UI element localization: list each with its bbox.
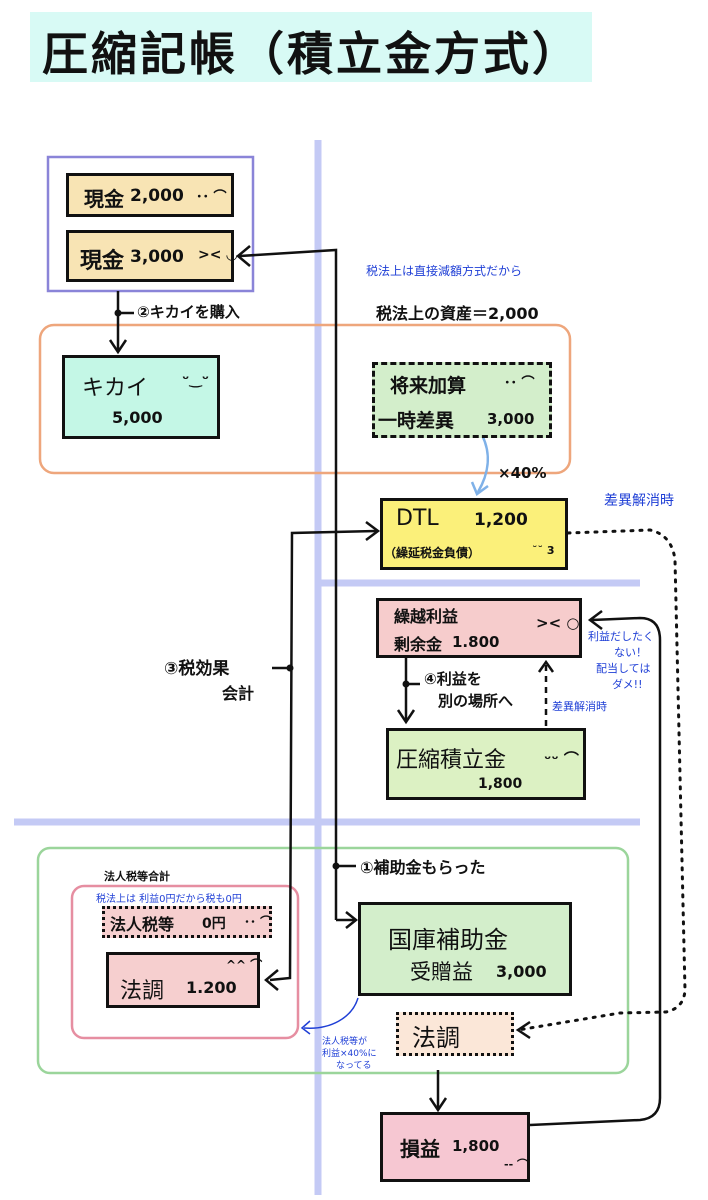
no-dividend-4: ダメ!! — [612, 678, 643, 691]
cash-after-amount: 3,000 — [130, 247, 184, 267]
cash-before-box — [66, 173, 234, 217]
retained-line1: 繰越利益 — [394, 607, 459, 626]
dtl-arrowhead — [365, 521, 381, 541]
cash-arrowhead — [236, 245, 251, 267]
temp-diff-face: ･･ ⌒ — [504, 376, 535, 391]
cash-after-box — [66, 230, 234, 282]
reserve-amount: 1,800 — [478, 776, 523, 792]
step3-label-1: ③税効果 — [164, 659, 230, 679]
reserve-face: ᵕᵕ ⌒ — [544, 750, 579, 768]
tax-total-label: 法人税等合計 — [104, 870, 170, 883]
tax-law-note: 税法上は直接減額方式だから — [366, 264, 523, 278]
corp-tax-label: 法人税等 — [110, 915, 175, 934]
temp-diff-line1: 将来加算 — [390, 375, 467, 397]
temp-diff-line2: 一時差異 — [378, 410, 455, 432]
step2-arrowhead — [108, 339, 128, 355]
cash-after-face: >< ◡ — [198, 247, 238, 263]
pl-label: 損益 — [400, 1137, 440, 1161]
cash-before-face: ･･ ⌒ — [196, 190, 227, 205]
step2-dot — [114, 309, 122, 317]
no-dividend-1: 利益だしたく — [588, 630, 654, 643]
corp-tax-face: ･･ ⌒ — [244, 915, 273, 929]
rate-arrow — [476, 434, 490, 493]
step2-label: ②キカイを購入 — [137, 303, 240, 321]
temp-diff-box — [372, 362, 552, 438]
page-title: 圧縮記帳（積立金方式） — [42, 27, 581, 81]
taxadj-arrowhead — [264, 969, 279, 991]
tax-shift-3: なってる — [336, 1061, 372, 1071]
step3-label-2: 会計 — [222, 684, 255, 703]
corp-tax-amount: 0円 — [202, 916, 226, 932]
retained-arrowhead — [587, 610, 603, 630]
step4-label-1: ④利益を — [424, 670, 482, 688]
retained-earnings-box — [376, 598, 582, 658]
subsidy-amount: 3,000 — [496, 962, 547, 981]
machine-box — [62, 355, 220, 439]
cash-before-label: 現金 — [84, 187, 124, 211]
retained-face: >< ○ — [536, 614, 580, 632]
step1-label: ①補助金もらった — [360, 858, 486, 877]
subsidy-line1: 国庫補助金 — [388, 926, 508, 954]
dtl-label: DTL — [396, 506, 439, 531]
pl-box — [380, 1112, 530, 1182]
cash-after-label: 現金 — [80, 249, 125, 274]
tax-zero-note: 税法上は 利益0円だから税も0円 — [96, 894, 242, 905]
retained-line2: 剰余金 — [394, 635, 443, 654]
dtl-sub: （繰延税金負債） — [384, 546, 481, 560]
tax-adj-label: 法調 — [120, 979, 165, 1004]
subsidy-arrowhead — [345, 911, 359, 929]
step1-line — [239, 248, 338, 920]
pl-arrowhead — [428, 1097, 448, 1113]
tax-adj-face: ^^ ⌒ — [226, 958, 263, 972]
subsidy-box — [358, 902, 572, 996]
rate-label: ×40% — [498, 464, 547, 482]
pl-face: -- ⌒ — [504, 1158, 528, 1171]
reversal-mid-arrowhead — [537, 659, 555, 673]
tax-asset-label: 税法上の資産＝2,000 — [376, 304, 539, 323]
tax-adj-pl-box — [396, 1012, 514, 1056]
subsidy-line2: 受贈益 — [410, 960, 473, 984]
tax-shift-1: 法人税等が — [322, 1037, 368, 1047]
dtl-box — [380, 498, 568, 570]
taxadj-pl-arrowhead — [515, 1020, 531, 1040]
tax-adj-amount: 1.200 — [186, 978, 237, 997]
tax-adj-pl-label: 法調 — [412, 1024, 460, 1052]
cash-before-amount: 2,000 — [130, 186, 184, 206]
no-dividend-3: 配当しては — [596, 662, 651, 675]
tax-shift-arrowhead — [300, 1020, 311, 1035]
step3-dot — [286, 664, 294, 672]
step4-dot — [402, 680, 410, 688]
tax-shift-2: 利益×40%に — [322, 1049, 377, 1059]
machine-label: キカイ — [82, 376, 149, 401]
step4-label-2: 別の場所へ — [438, 692, 514, 710]
step1-dot — [332, 862, 340, 870]
temp-diff-amount: 3,000 — [487, 410, 535, 428]
pl-amount: 1,800 — [452, 1137, 500, 1155]
no-dividend-2: ない！ — [614, 646, 647, 659]
reversal-mid-label: 差異解消時 — [552, 700, 607, 713]
machine-face: ᵕ‿ᵕ — [182, 370, 210, 388]
machine-amount: 5,000 — [112, 408, 163, 427]
retained-amount: 1.800 — [452, 633, 500, 651]
pl-loop-line — [529, 616, 662, 1127]
corp-tax-box — [102, 906, 272, 938]
reversal-top-label: 差異解消時 — [604, 493, 674, 509]
tax-shift-arrow — [303, 997, 359, 1029]
title-band — [30, 12, 592, 82]
rate-arrowhead — [470, 481, 489, 496]
reserve-box — [386, 728, 586, 800]
dtl-face: ˘˘ 3 — [532, 544, 555, 557]
reserve-label: 圧縮積立金 — [396, 748, 507, 773]
step4-arrowhead — [396, 709, 416, 725]
dtl-amount: 1,200 — [474, 510, 528, 530]
tax-adj-box — [106, 952, 260, 1008]
